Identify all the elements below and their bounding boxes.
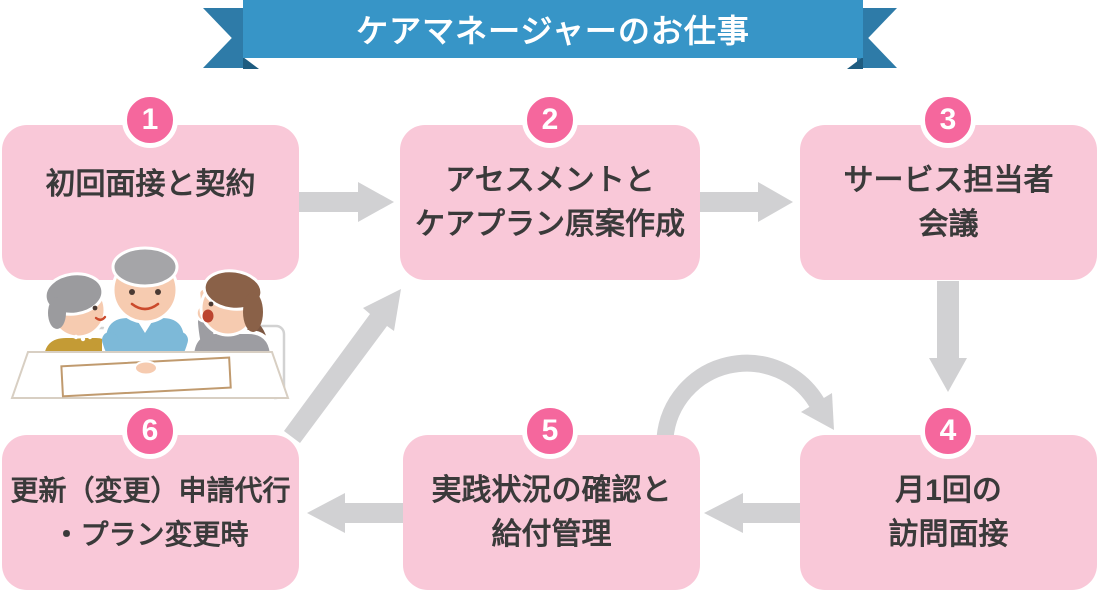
step-box-6: 更新（変更）申請代行 ・プラン変更時 xyxy=(2,435,299,590)
arrow-5-to-6-icon xyxy=(307,493,403,533)
step-box-1: 初回面接と契約 xyxy=(2,125,299,280)
step-number-badge-3: 3 xyxy=(920,92,976,148)
arrow-2-to-3-icon xyxy=(700,182,793,222)
step-box-3: サービス担当者 会議 xyxy=(800,125,1097,280)
step-number-badge-4: 4 xyxy=(920,403,976,459)
step-box-5: 実践状況の確認と 給付管理 xyxy=(403,435,700,590)
step-3-text-line2: 会議 xyxy=(918,207,979,241)
meeting-illustration xyxy=(10,246,290,400)
step-5-text-line2: 給付管理 xyxy=(491,517,612,551)
page-title: ケアマネージャーのお仕事 xyxy=(356,13,750,49)
arrow-5-to-4-loop-icon xyxy=(656,354,825,439)
step-5-text-line1: 実践状況の確認と xyxy=(431,473,672,507)
title-ribbon: ケアマネージャーのお仕事 xyxy=(243,0,863,58)
step-number-badge-1: 1 xyxy=(122,92,178,148)
step-4-text-line2: 訪問面接 xyxy=(888,517,1009,551)
step-number-badge-2: 2 xyxy=(522,92,578,148)
step-1-text: 初回面接と契約 xyxy=(45,167,256,201)
step-3-text-line1: サービス担当者 xyxy=(843,163,1054,197)
step-box-2: アセスメントと ケアプラン原案作成 xyxy=(400,125,700,280)
step-6-text-line1: 更新（変更）申請代行 xyxy=(10,474,291,506)
arrow-6-to-2-icon xyxy=(284,289,401,443)
arrow-5-to-4-loop-head-icon xyxy=(801,393,834,430)
step-number-badge-6: 6 xyxy=(122,403,178,459)
step-4-text-line1: 月1回の xyxy=(895,473,1002,507)
arrow-3-to-4-icon xyxy=(929,281,967,392)
step-2-text-line1: アセスメントと xyxy=(445,163,655,197)
man-hand xyxy=(134,360,158,376)
step-6-text-line2: ・プラン変更時 xyxy=(52,518,249,550)
arrow-4-to-5-icon xyxy=(704,493,800,533)
meeting-table xyxy=(10,351,290,399)
step-number-badge-5: 5 xyxy=(522,403,578,459)
step-box-4: 月1回の 訪問面接 xyxy=(800,435,1097,590)
step-2-text-line2: ケアプラン原案作成 xyxy=(415,207,685,241)
arrow-1-to-2-icon xyxy=(299,182,394,222)
